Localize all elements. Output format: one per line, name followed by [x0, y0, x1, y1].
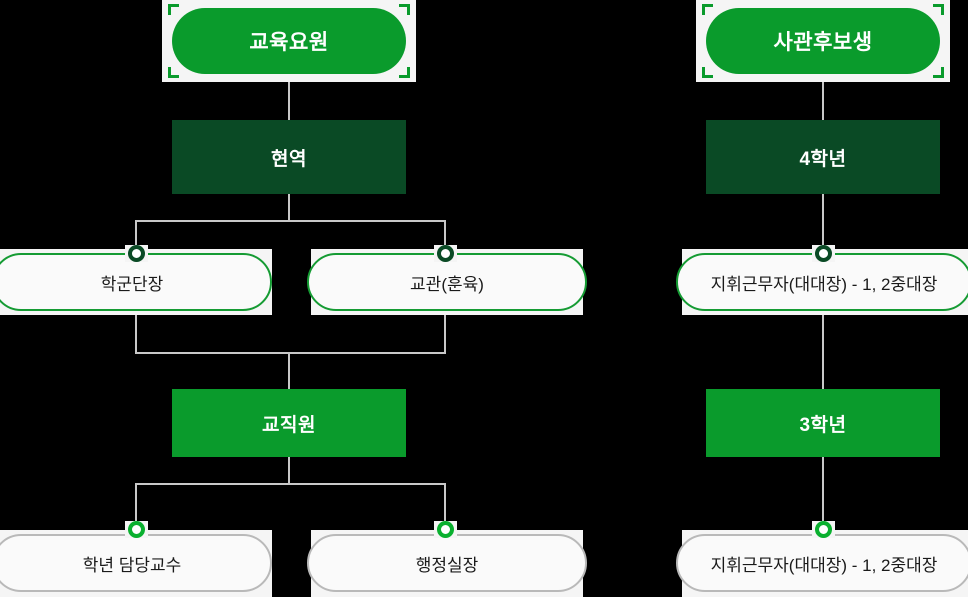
- connector-ring-right-level2: [815, 245, 832, 262]
- node-right-root[interactable]: 사관후보생: [706, 8, 940, 74]
- corner-bracket-bottom-right-icon: [399, 67, 410, 78]
- node-left-root[interactable]: 교육요원: [172, 8, 406, 74]
- node-left-level1[interactable]: 현역: [172, 120, 406, 194]
- corner-bracket-bottom-right-icon: [933, 67, 944, 78]
- corner-bracket-top-right-icon: [933, 4, 944, 15]
- connector-left-level2-left-drop: [135, 220, 137, 256]
- corner-bracket-top-left-icon: [168, 4, 179, 15]
- connector-ring-right-level4: [815, 521, 832, 538]
- corner-bracket-bottom-left-icon: [702, 67, 713, 78]
- node-left-level2-left[interactable]: 학군단장: [0, 253, 272, 311]
- left-root-corner-brackets: [168, 4, 410, 78]
- node-right-level4[interactable]: 지휘근무자(대대장) - 1, 2중대장: [676, 534, 968, 592]
- corner-bracket-top-left-icon: [702, 4, 713, 15]
- connector-left-root-to-level1: [288, 82, 290, 120]
- corner-bracket-top-right-icon: [399, 4, 410, 15]
- connector-ring-left-level4-left: [128, 521, 145, 538]
- connector-left-level4-bar: [135, 483, 446, 485]
- node-left-level3[interactable]: 교직원: [172, 389, 406, 457]
- right-root-corner-brackets: [702, 4, 944, 78]
- connector-left-level1-down: [288, 194, 290, 222]
- node-left-level4-right[interactable]: 행정실장: [307, 534, 587, 592]
- node-right-level3[interactable]: 3학년: [706, 389, 940, 457]
- connector-left-level3-bar: [135, 352, 446, 354]
- node-left-level4-left[interactable]: 학년 담당교수: [0, 534, 272, 592]
- connector-left-level2-left-up: [135, 315, 137, 353]
- connector-right-level3-to-level4: [822, 457, 824, 525]
- connector-left-level2-right-up: [444, 315, 446, 353]
- connector-right-root-to-level1: [822, 82, 824, 120]
- connector-left-level3-down: [288, 457, 290, 485]
- corner-bracket-bottom-left-icon: [168, 67, 179, 78]
- node-right-level2[interactable]: 지휘근무자(대대장) - 1, 2중대장: [676, 253, 968, 311]
- node-right-level1[interactable]: 4학년: [706, 120, 940, 194]
- connector-ring-left-level2-left: [128, 245, 145, 262]
- connector-left-level4-left-drop: [135, 483, 137, 525]
- connector-ring-left-level2-right: [437, 245, 454, 262]
- connector-left-level3-drop: [288, 352, 290, 390]
- connector-left-level2-right-drop: [444, 220, 446, 256]
- connector-ring-left-level4-right: [437, 521, 454, 538]
- connector-right-level2-to-level3: [822, 315, 824, 390]
- node-left-level2-right[interactable]: 교관(훈육): [307, 253, 587, 311]
- connector-left-level2-bar: [135, 220, 446, 222]
- connector-right-level1-to-level2: [822, 194, 824, 256]
- connector-left-level4-right-drop: [444, 483, 446, 525]
